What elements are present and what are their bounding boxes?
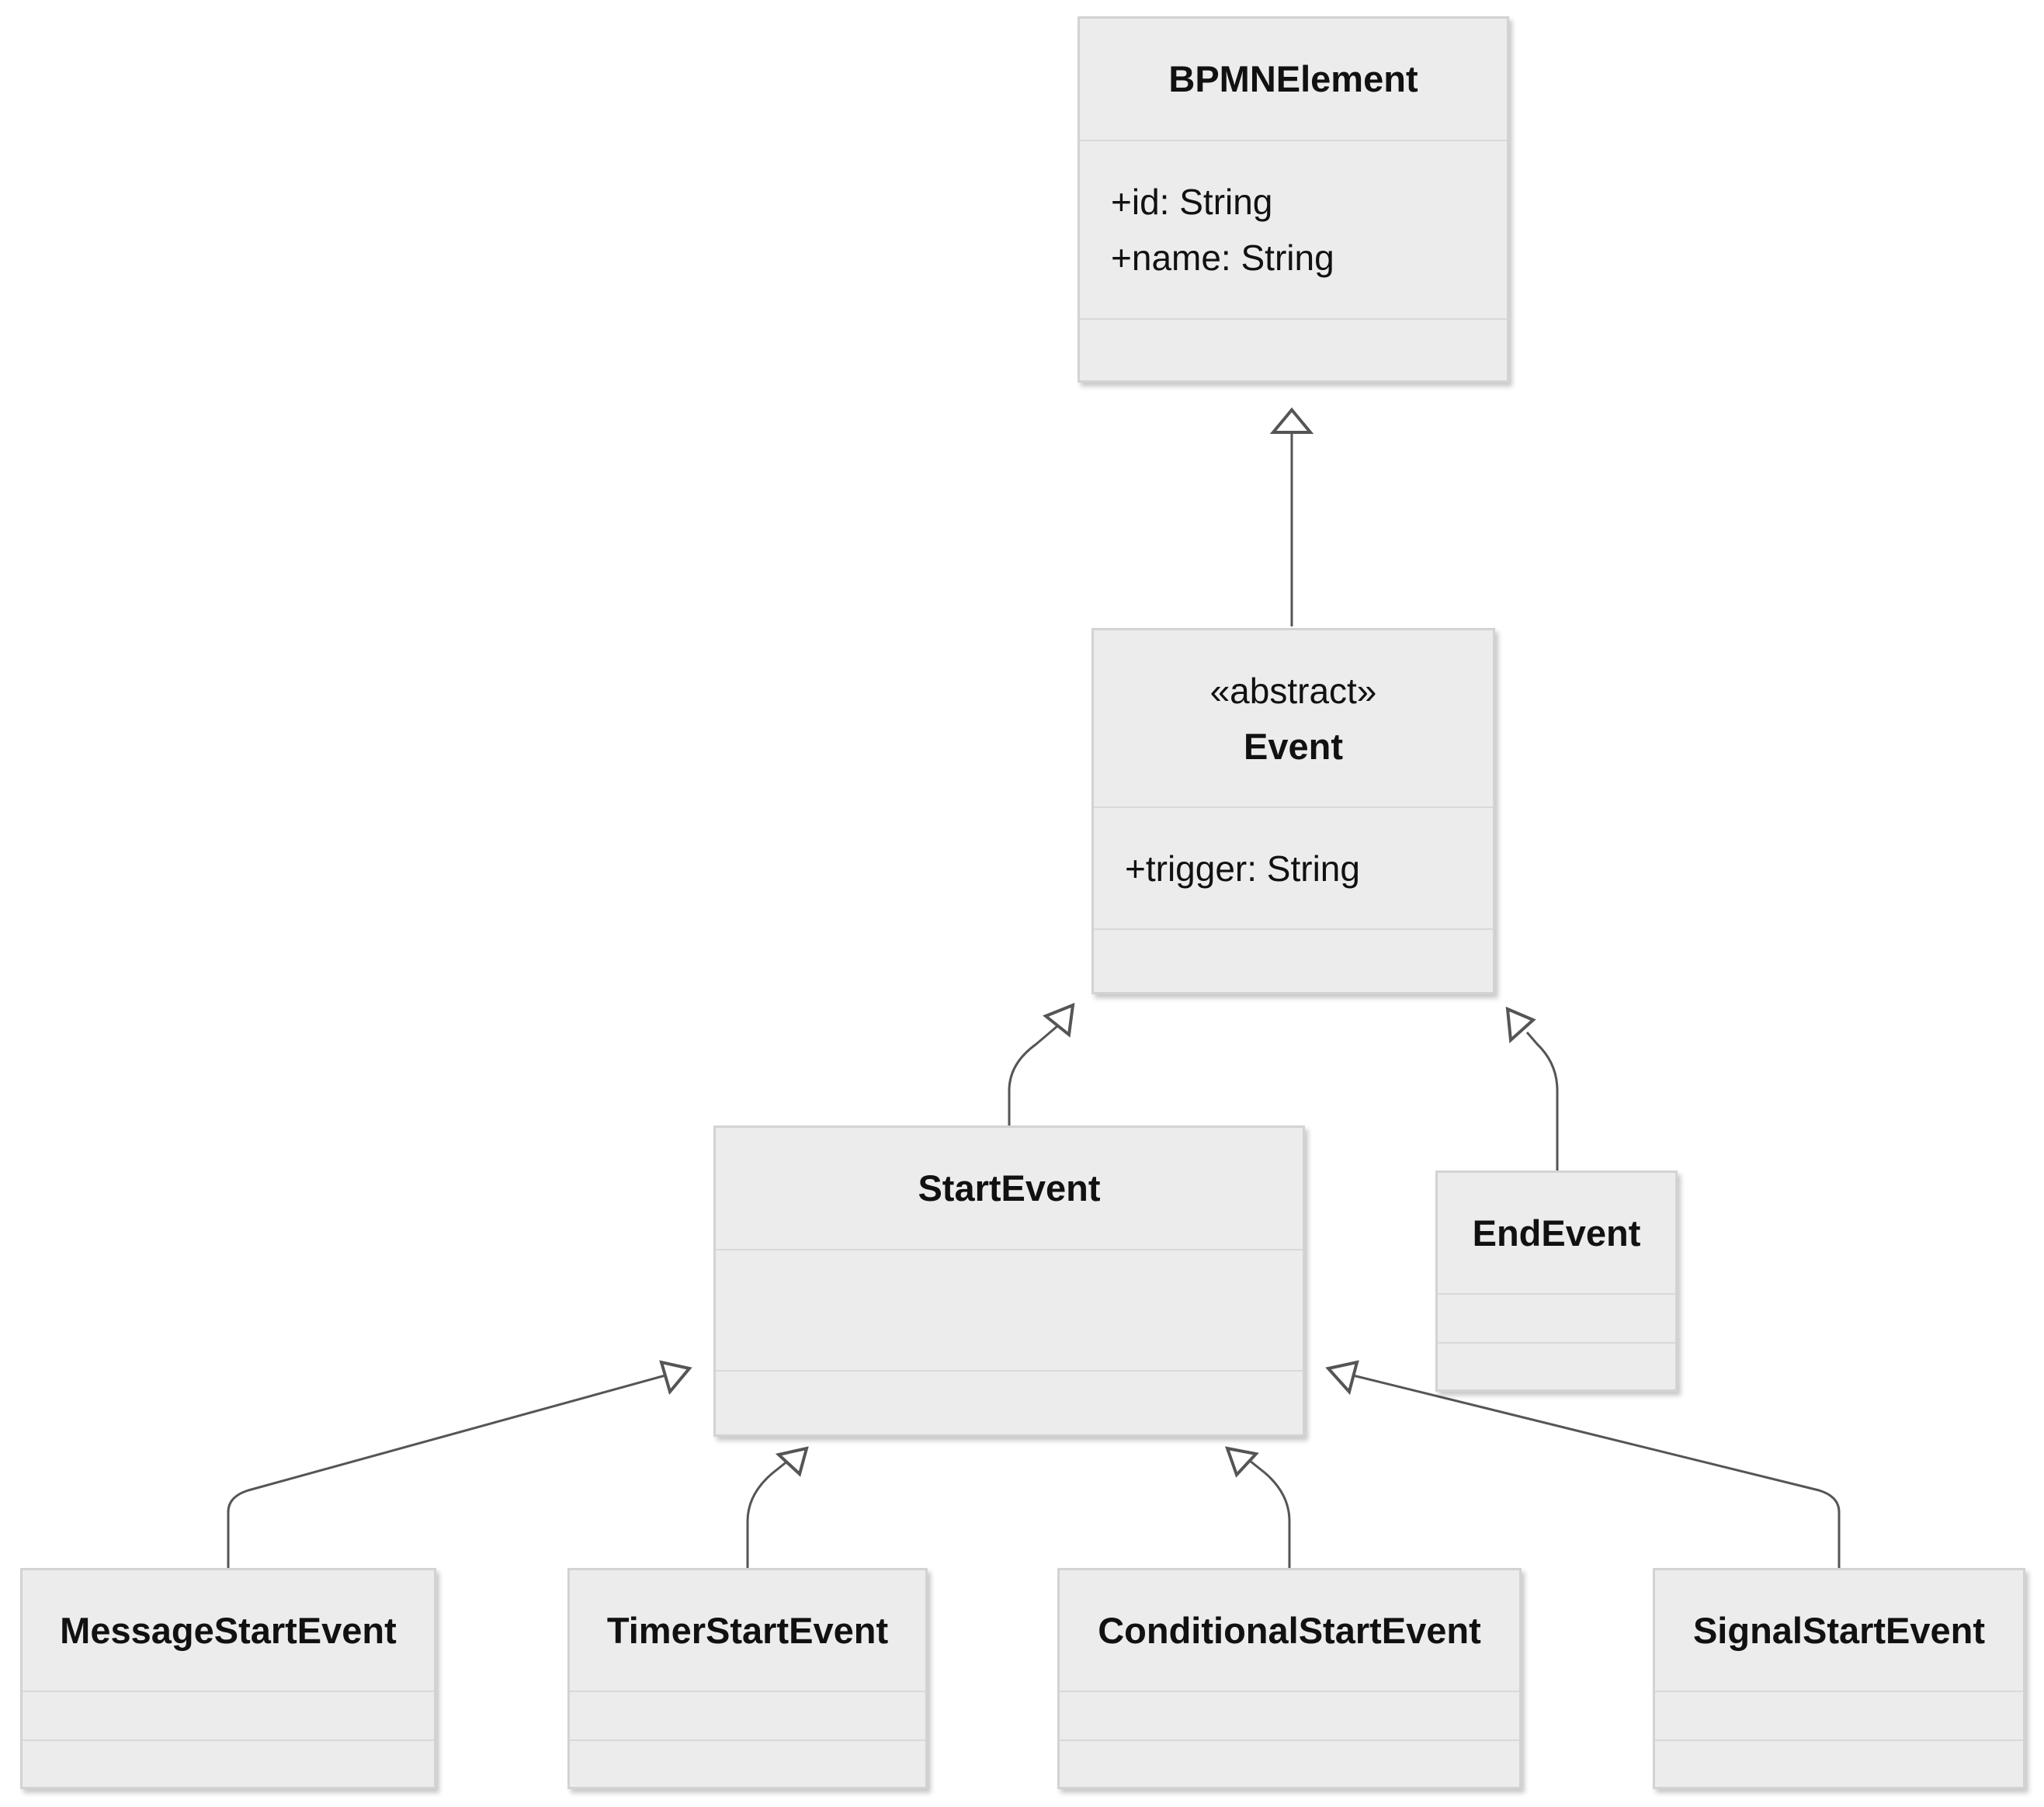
attributes-section <box>716 1250 1303 1372</box>
class-header: EndEvent <box>1438 1173 1675 1295</box>
methods-section <box>1655 1741 2023 1787</box>
attributes-section <box>1060 1692 1519 1741</box>
methods-section <box>1060 1741 1519 1787</box>
class-header: TimerStartEvent <box>570 1570 925 1692</box>
attributes-section <box>1655 1692 2023 1741</box>
class-header: MessageStartEvent <box>23 1570 434 1692</box>
class-header: ConditionalStartEvent <box>1060 1570 1519 1692</box>
attribute: +trigger: String <box>1125 848 1360 889</box>
class-header: «abstract» Event <box>1094 630 1493 808</box>
class-header: SignalStartEvent <box>1655 1570 2023 1692</box>
inheritance-arrowhead <box>1043 1002 1075 1038</box>
methods-section <box>23 1741 434 1787</box>
attributes-section <box>1438 1295 1675 1344</box>
inheritance-arrowhead <box>1505 1006 1536 1044</box>
class-name: EndEvent <box>1472 1212 1641 1254</box>
inheritance-arrowhead <box>659 1360 692 1396</box>
class-name: BPMNElement <box>1168 58 1418 99</box>
edge-startevent-to-event <box>1008 1002 1075 1125</box>
class-messagestartevent[interactable]: MessageStartEvent <box>20 1568 436 1789</box>
attributes-section <box>23 1692 434 1741</box>
edge-event-to-bpmnelement <box>1269 407 1314 626</box>
class-signalstartevent[interactable]: SignalStartEvent <box>1653 1568 2025 1789</box>
methods-section <box>1438 1344 1675 1389</box>
edge-endevent-to-event <box>1505 1006 1559 1171</box>
edge-timerstartevent-to-startevent <box>746 1446 809 1568</box>
class-startevent[interactable]: StartEvent <box>713 1125 1305 1437</box>
attributes-section: +id: String +name: String <box>1080 141 1507 320</box>
methods-section <box>1094 930 1493 992</box>
inheritance-arrowhead <box>1224 1446 1259 1478</box>
edge-signalstartevent-to-startevent <box>1325 1360 1841 1568</box>
inheritance-arrowhead <box>1269 407 1314 434</box>
class-name: MessageStartEvent <box>60 1609 397 1651</box>
inheritance-arrowhead <box>1325 1360 1359 1396</box>
class-name: ConditionalStartEvent <box>1098 1609 1481 1651</box>
class-endevent[interactable]: EndEvent <box>1435 1171 1678 1392</box>
class-name: SignalStartEvent <box>1692 1609 1986 1651</box>
class-name: StartEvent <box>918 1167 1101 1209</box>
edge-conditionalstartevent-to-startevent <box>1224 1446 1291 1568</box>
class-timerstartevent[interactable]: TimerStartEvent <box>567 1568 928 1789</box>
attributes-section: +trigger: String <box>1094 808 1493 930</box>
class-conditionalstartevent[interactable]: ConditionalStartEvent <box>1057 1568 1522 1789</box>
class-bpmnelement[interactable]: BPMNElement +id: String +name: String <box>1078 16 1509 383</box>
methods-section <box>716 1372 1303 1434</box>
class-name: Event <box>1244 725 1343 767</box>
attribute: +id: String <box>1111 182 1273 222</box>
inheritance-arrowhead <box>775 1446 809 1477</box>
attribute: +name: String <box>1111 238 1334 278</box>
edge-messagestartevent-to-startevent <box>227 1360 692 1568</box>
stereotype-label: «abstract» <box>1209 670 1377 711</box>
class-header: BPMNElement <box>1080 19 1507 141</box>
methods-section <box>1080 320 1507 380</box>
class-event[interactable]: «abstract» Event +trigger: String <box>1091 628 1495 994</box>
methods-section <box>570 1741 925 1787</box>
attributes-section <box>570 1692 925 1741</box>
class-header: StartEvent <box>716 1128 1303 1250</box>
class-name: TimerStartEvent <box>606 1609 889 1651</box>
